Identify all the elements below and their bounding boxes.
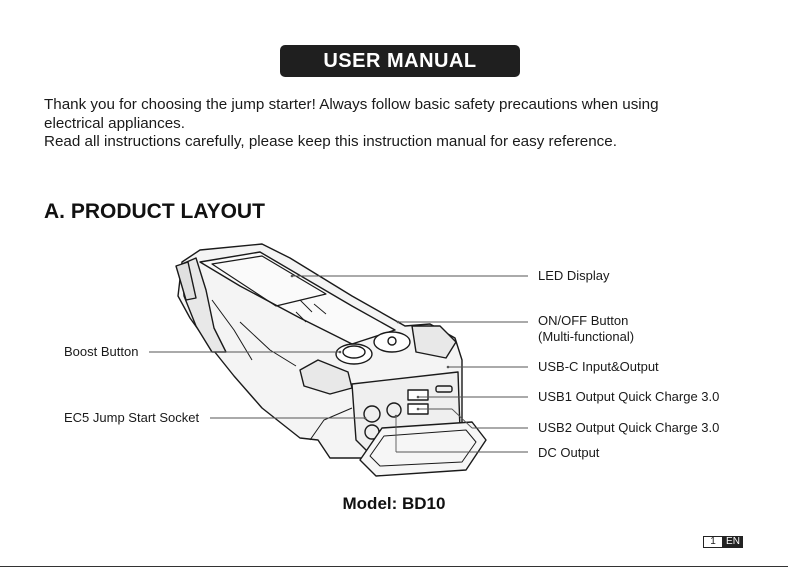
page-number: 1 bbox=[703, 536, 723, 548]
label-onoff-button: ON/OFF Button bbox=[538, 313, 629, 328]
section-title: A. PRODUCT LAYOUT bbox=[44, 200, 265, 223]
intro-line-1: Thank you for choosing the jump starter!… bbox=[44, 96, 659, 113]
language-badge: EN bbox=[723, 536, 743, 548]
page-indicator: 1 EN bbox=[703, 536, 743, 548]
label-dc-output: DC Output bbox=[538, 445, 600, 460]
label-led-display: LED Display bbox=[538, 268, 610, 283]
label-usb1: USB1 Output Quick Charge 3.0 bbox=[538, 389, 720, 404]
user-manual-banner: USER MANUAL bbox=[280, 45, 520, 77]
bottom-divider bbox=[0, 566, 788, 567]
label-ec5-socket: EC5 Jump Start Socket bbox=[64, 410, 200, 425]
intro-line-2: electrical appliances. bbox=[44, 114, 185, 132]
label-onoff-subtitle: (Multi-functional) bbox=[538, 329, 635, 344]
intro-text: Thank you for choosing the jump starter!… bbox=[44, 96, 754, 152]
label-usbc: USB-C Input&Output bbox=[538, 359, 659, 374]
model-number: Model: BD10 bbox=[342, 494, 446, 513]
intro-line-3: Read all instructions carefully, please … bbox=[44, 133, 617, 150]
label-usb2: USB2 Output Quick Charge 3.0 bbox=[538, 420, 720, 435]
label-boost-button: Boost Button bbox=[64, 344, 139, 359]
